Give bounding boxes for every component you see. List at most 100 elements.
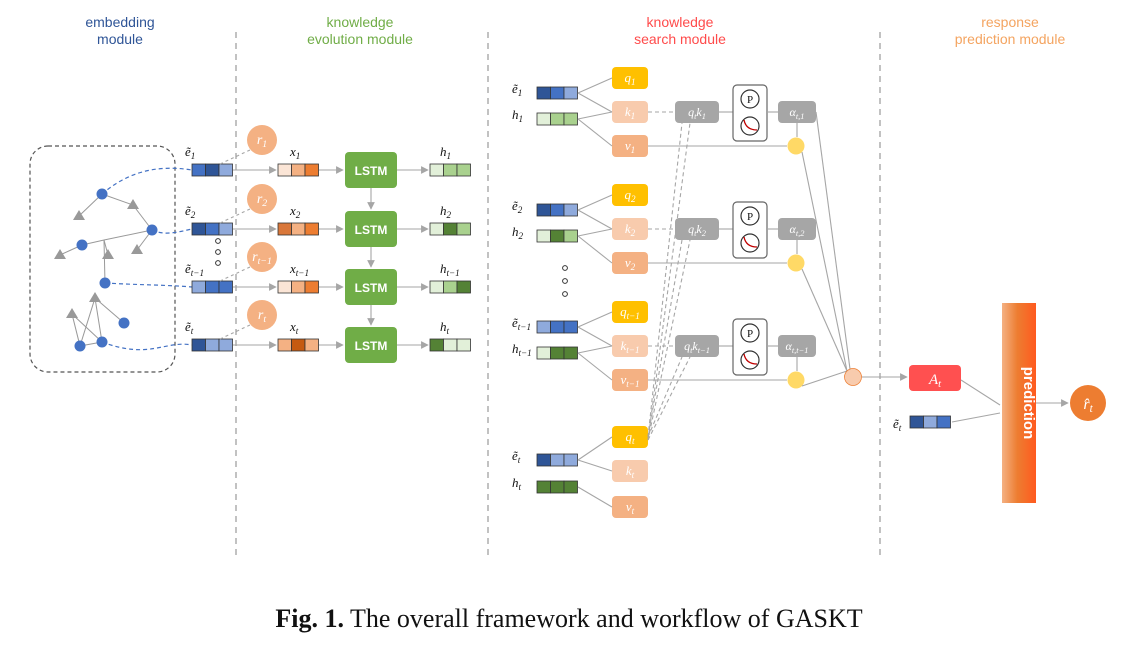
decay-curve-icon bbox=[743, 236, 758, 248]
to-key bbox=[577, 326, 613, 347]
query-link bbox=[647, 122, 691, 441]
weighted-sum-node bbox=[787, 371, 805, 389]
response-label: r1 bbox=[257, 133, 267, 150]
label-symbol: h bbox=[440, 261, 447, 276]
label-subscript: t bbox=[690, 346, 693, 355]
label-symbol: ẽ bbox=[185, 319, 192, 334]
ellipsis-dot bbox=[215, 260, 221, 266]
lstm-cell bbox=[345, 152, 397, 188]
key-box bbox=[612, 335, 648, 357]
prediction-layer bbox=[1002, 303, 1036, 503]
score-box bbox=[675, 335, 719, 357]
output-circle bbox=[1070, 385, 1106, 421]
label-subscript: t−1 bbox=[698, 346, 710, 355]
vector-cell bbox=[536, 346, 551, 360]
alpha-label: αt,2 bbox=[790, 222, 805, 238]
hidden-state-vector bbox=[429, 222, 471, 236]
label-subscript: t bbox=[632, 436, 635, 446]
e-label: ẽt−1 bbox=[512, 315, 531, 332]
alpha-to-output bbox=[815, 111, 851, 370]
vector-cell bbox=[277, 280, 292, 294]
value-box bbox=[612, 135, 648, 157]
label-symbol: ẽ bbox=[185, 261, 192, 276]
label-subscript: t bbox=[447, 326, 450, 336]
label-symbol: k bbox=[696, 222, 702, 236]
exercise-vector bbox=[536, 453, 578, 467]
label-symbol: v bbox=[625, 138, 631, 153]
prob-circle bbox=[740, 89, 760, 109]
value-box bbox=[612, 369, 648, 391]
label-symbol: k bbox=[625, 104, 631, 119]
label-symbol: k bbox=[696, 105, 702, 119]
h-label: h1 bbox=[440, 144, 451, 161]
A-to-prediction bbox=[960, 379, 1001, 406]
response-circle bbox=[247, 184, 277, 214]
label-symbol: k bbox=[626, 463, 632, 478]
label-subscript: 1 bbox=[519, 114, 524, 124]
label-symbol: ẽ bbox=[185, 144, 192, 159]
label-symbol: h bbox=[512, 224, 519, 239]
hidden-state-vector bbox=[429, 338, 471, 352]
interaction-vector bbox=[277, 338, 319, 352]
label-symbol: r bbox=[257, 133, 263, 148]
embedding-links bbox=[101, 167, 193, 351]
query-box bbox=[612, 426, 648, 448]
title-line: embedding bbox=[85, 14, 155, 30]
ellipsis-dot bbox=[215, 238, 221, 244]
score-label: qtkt−1 bbox=[684, 339, 710, 355]
score-box bbox=[675, 101, 719, 123]
h-label: h1 bbox=[512, 107, 523, 124]
label-subscript: 1 bbox=[702, 112, 706, 121]
label-subscript: t−1 bbox=[518, 322, 531, 332]
lstm-label: LSTM bbox=[355, 223, 388, 237]
label-symbol: A bbox=[928, 372, 939, 388]
score-box bbox=[675, 218, 719, 240]
interaction-vector bbox=[277, 280, 319, 294]
concept-nodes bbox=[54, 199, 143, 318]
response-circle bbox=[247, 300, 277, 330]
attention-output-box bbox=[909, 365, 961, 391]
vector-cell bbox=[550, 480, 565, 494]
vector-cell bbox=[563, 86, 578, 100]
vector-cell bbox=[536, 229, 551, 243]
label-symbol: h bbox=[512, 475, 519, 490]
A-label: At bbox=[928, 372, 942, 390]
interaction-vector bbox=[277, 222, 319, 236]
embedding-vector bbox=[191, 280, 233, 294]
e-label: ẽ2 bbox=[512, 198, 523, 215]
response-label: r2 bbox=[257, 192, 267, 209]
vector-cell bbox=[291, 338, 306, 352]
label-subscript: t−1 bbox=[447, 268, 460, 278]
response-label: rt−1 bbox=[252, 250, 272, 267]
to-query bbox=[577, 311, 613, 328]
response-link bbox=[219, 149, 251, 165]
to-key bbox=[577, 209, 613, 230]
embedding-vector bbox=[191, 163, 233, 177]
vector-cell bbox=[277, 163, 292, 177]
label-subscript: t−1 bbox=[626, 345, 639, 355]
label-subscript: t−1 bbox=[519, 348, 532, 358]
label-subscript: t bbox=[938, 379, 942, 390]
x-label: xt bbox=[289, 319, 299, 336]
v-label: vt−1 bbox=[621, 372, 640, 389]
query-link bbox=[647, 356, 683, 438]
label-symbol: k bbox=[625, 221, 631, 236]
state-vector bbox=[536, 112, 578, 126]
output-label: r̂t bbox=[1083, 396, 1093, 415]
vector-cell bbox=[536, 453, 551, 467]
label-subscript: 2 bbox=[191, 210, 196, 220]
title-line: knowledge bbox=[326, 14, 394, 30]
lstm-label: LSTM bbox=[355, 164, 388, 178]
vector-cell bbox=[536, 86, 551, 100]
label-subscript: 2 bbox=[447, 210, 452, 220]
title-line: knowledge bbox=[646, 14, 714, 30]
label-subscript: t bbox=[899, 423, 902, 433]
query-box bbox=[612, 184, 648, 206]
label-symbol: x bbox=[289, 144, 296, 159]
attention-weight-box bbox=[778, 218, 816, 240]
query-link bbox=[647, 356, 691, 441]
label-symbol: v bbox=[625, 255, 631, 270]
vector-cell bbox=[563, 453, 578, 467]
exercise-vector bbox=[536, 320, 578, 334]
label-subscript: 2 bbox=[296, 210, 301, 220]
